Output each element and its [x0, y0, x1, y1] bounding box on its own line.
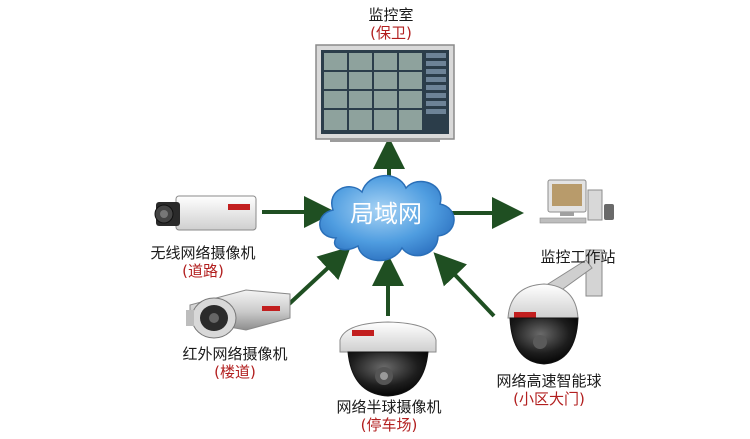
speed-dome-label: 网络高速智能球 (小区大门)	[474, 372, 624, 408]
dome-camera-subtitle: (停车场)	[360, 416, 418, 434]
infrared-camera-label: 红外网络摄像机 (楼道)	[160, 345, 310, 381]
connection-arrows	[262, 137, 524, 318]
monitor-room-subtitle: (保卫)	[370, 24, 412, 42]
dome-camera-title: 网络半球摄像机	[336, 398, 442, 416]
workstation-label: 监控工作站	[522, 248, 634, 266]
dome-camera-label: 网络半球摄像机 (停车场)	[314, 398, 464, 434]
speed-dome-title: 网络高速智能球	[496, 372, 602, 390]
infrared-bullet-camera-icon	[186, 289, 291, 339]
dome-camera-icon	[339, 321, 437, 397]
arrow-from-speed-dome	[433, 252, 496, 318]
video-wall-monitor-icon	[315, 44, 455, 142]
monitor-room-label: 监控室 (保卫)	[346, 6, 436, 42]
center-label: 局域网	[350, 200, 422, 228]
ptz-speed-dome-icon	[507, 249, 603, 365]
wireless-camera-subtitle: (道路)	[182, 262, 224, 280]
wireless-camera-label: 无线网络摄像机 (道路)	[128, 244, 278, 280]
desktop-computer-icon	[539, 179, 614, 224]
wireless-camera-title: 无线网络摄像机	[150, 244, 256, 262]
workstation-title: 监控工作站	[540, 248, 616, 266]
monitor-room-title: 监控室	[368, 6, 414, 24]
arrow-from-infrared-camera	[286, 246, 351, 307]
speed-dome-subtitle: (小区大门)	[513, 390, 585, 408]
network-cloud-icon	[319, 174, 455, 262]
box-camera-icon	[154, 195, 257, 231]
infrared-camera-subtitle: (楼道)	[214, 363, 256, 381]
infrared-camera-title: 红外网络摄像机	[182, 345, 288, 363]
